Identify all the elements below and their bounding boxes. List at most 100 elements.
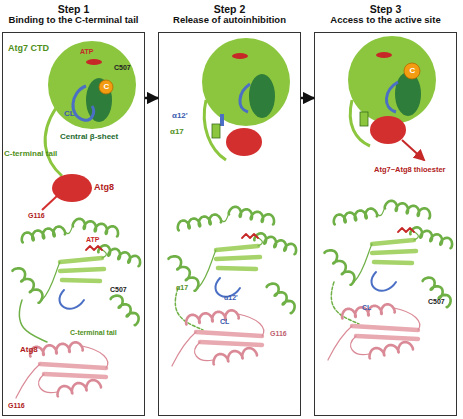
step-subtitle: Binding to the C-terminal tail — [0, 15, 150, 26]
coil-loop — [354, 244, 372, 282]
alpha-helix — [30, 342, 83, 356]
alpha-helix — [254, 233, 296, 254]
central-beta-sheet — [86, 78, 112, 122]
c-terminal-tail — [204, 100, 226, 160]
atg7-ctd-domain — [348, 36, 436, 124]
coil-loop — [238, 314, 264, 336]
structure-label: Central β-sheet — [60, 133, 118, 141]
structure-label: C — [104, 83, 110, 91]
beta-strand — [216, 257, 260, 259]
atp-molecule — [398, 228, 414, 232]
alpha-helix — [385, 201, 430, 219]
coil-loop — [328, 326, 352, 360]
panel-heading: Step 3Access to the active site — [309, 3, 462, 26]
structure-label: Atg8 — [20, 346, 38, 354]
beta-strand — [218, 268, 256, 269]
structure-label: C507 — [110, 286, 127, 293]
beta-strand — [372, 240, 414, 244]
coil-loop — [394, 308, 420, 330]
beta-strand — [62, 280, 100, 281]
catalytic-cysteine — [99, 80, 113, 94]
beta-strand — [200, 342, 262, 345]
alpha-helix — [370, 342, 414, 358]
beta-strand — [60, 258, 102, 262]
coil-loop — [172, 332, 196, 366]
alpha-helix — [325, 250, 355, 284]
ribbon-structures — [13, 201, 453, 398]
structure-label: G116 — [270, 330, 287, 337]
alpha-helix — [267, 284, 295, 314]
c-terminal-tail — [45, 108, 62, 176]
alpha-helix — [111, 296, 139, 326]
atg7-ctd-domain — [202, 38, 290, 126]
structure-label: Atg7~Atg8 thioester — [374, 166, 445, 174]
beta-strand — [352, 326, 418, 330]
crossover-loop — [215, 278, 240, 297]
step-arrow — [301, 97, 314, 100]
atp-molecule — [242, 234, 258, 238]
coil-loop — [82, 346, 108, 368]
beta-strand — [372, 251, 416, 253]
crossover-loop — [386, 82, 398, 112]
coil-loop — [376, 204, 386, 216]
step-subtitle: Release of autoinhibition — [153, 15, 306, 26]
coil-loop — [39, 374, 57, 393]
crossover-loop — [73, 86, 94, 120]
alpha-helix — [214, 348, 258, 364]
crossover-loop — [240, 84, 250, 112]
alpha-helix — [98, 245, 140, 266]
c-terminal-tail — [350, 100, 370, 146]
coil-loop — [198, 250, 216, 288]
step-panel: Step 2Release of autoinhibition — [158, 32, 301, 416]
alpha-helix — [73, 219, 118, 237]
atg8-protein — [226, 128, 262, 156]
beta-strand — [44, 374, 106, 377]
step-title: Step 3 — [309, 3, 462, 15]
alpha-helix — [423, 278, 451, 308]
coil-loop — [351, 336, 369, 355]
crossover-loop — [371, 272, 396, 291]
beta-strand — [40, 364, 106, 368]
step-arrow — [145, 97, 158, 100]
beta-strand — [374, 262, 412, 263]
helix-alpha12 — [220, 114, 224, 126]
structure-label: Atg8 — [94, 183, 114, 192]
crossover-loop — [59, 290, 84, 309]
structure-label: C507 — [428, 298, 445, 305]
structure-label: CL — [64, 110, 75, 118]
structure-label: CL — [220, 318, 229, 325]
structure-label: α17 — [176, 284, 188, 291]
atp-symbol — [86, 59, 102, 65]
structure-label: G116 — [8, 402, 25, 409]
central-beta-sheet — [395, 72, 421, 116]
structure-label: ATP — [86, 236, 99, 243]
coil-loop — [42, 262, 60, 300]
alpha-helix — [178, 215, 221, 231]
step-panel: Step 1Binding to the C-terminal tail — [2, 32, 145, 416]
beta-strand — [196, 332, 262, 336]
atp-symbol — [376, 52, 392, 58]
step-title: Step 1 — [0, 3, 150, 15]
coil-loop — [64, 222, 74, 234]
structure-label: C-terminal tail — [4, 150, 57, 158]
alpha-helix — [58, 380, 102, 396]
step-panel: Step 3Access to the active site — [314, 32, 457, 416]
structure-label: CL — [362, 304, 371, 311]
central-beta-sheet — [249, 74, 275, 118]
alpha-helix — [169, 256, 199, 291]
coil-loop — [16, 364, 40, 398]
atg7-ctd-domain — [48, 41, 136, 129]
atp-symbol — [232, 53, 248, 59]
structure-label: C — [410, 67, 416, 75]
beta-strand — [60, 269, 104, 271]
coil-loop — [195, 342, 213, 361]
c-terminal-tail — [19, 300, 47, 342]
helix-alpha17 — [360, 112, 368, 126]
reaction-arrow — [402, 140, 424, 160]
structure-label: C507 — [114, 64, 131, 71]
coil-loop — [220, 210, 230, 222]
atg8-protein — [370, 116, 406, 144]
panel-heading: Step 1Binding to the C-terminal tail — [0, 3, 150, 26]
